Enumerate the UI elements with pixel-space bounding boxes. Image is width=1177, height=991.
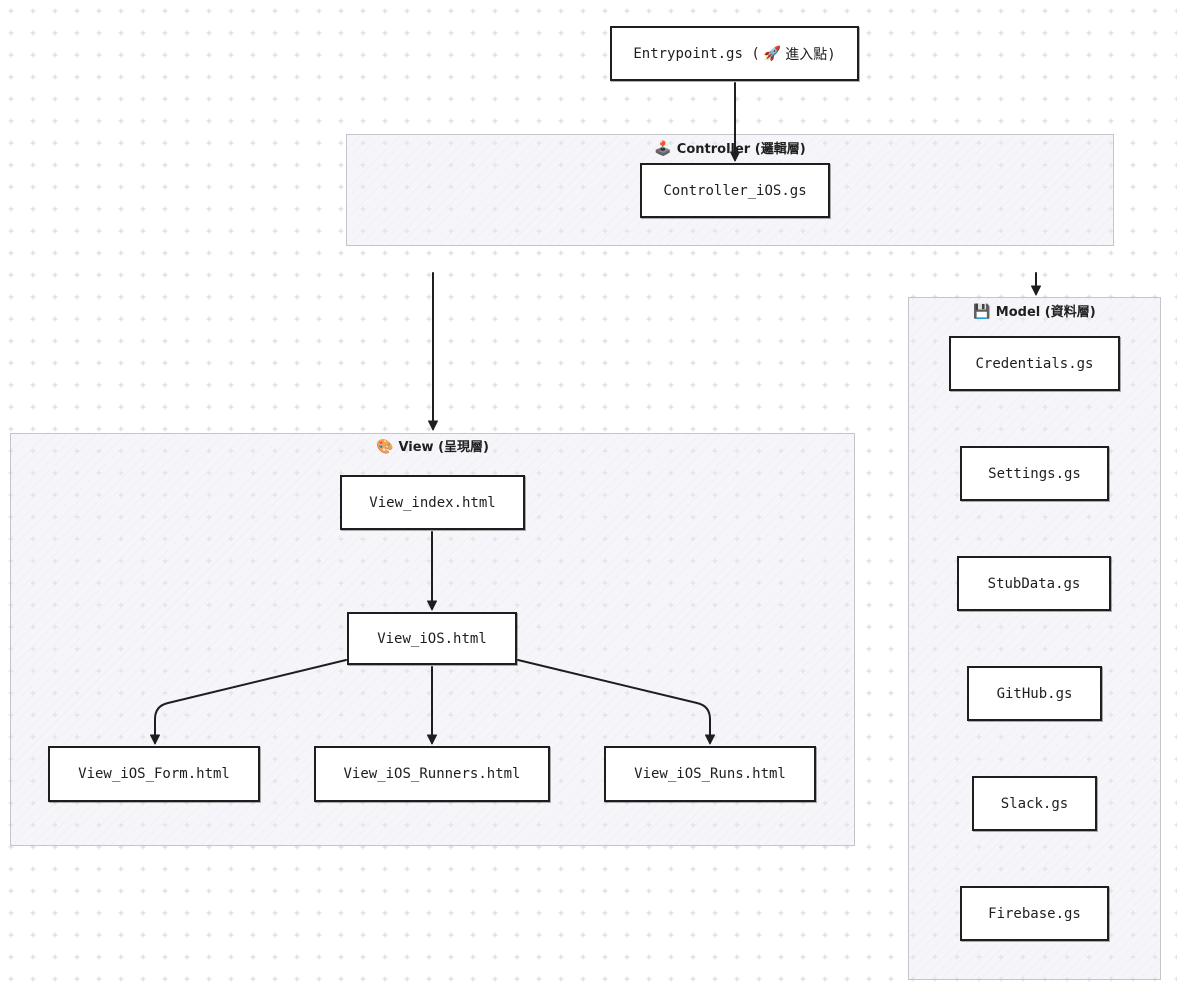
model-group: 💾Model (資料層) (908, 297, 1161, 980)
entrypoint-node[interactable]: Entrypoint.gs (🚀進入點) (610, 26, 859, 81)
joystick-icon: 🕹️ (654, 141, 672, 157)
github-label: GitHub.gs (996, 685, 1073, 702)
credentials-node[interactable]: Credentials.gs (949, 336, 1120, 391)
settings-node[interactable]: Settings.gs (960, 446, 1109, 501)
entrypoint-label: Entrypoint.gs ( (633, 45, 760, 62)
firebase-node[interactable]: Firebase.gs (960, 886, 1109, 941)
firebase-label: Firebase.gs (988, 905, 1081, 922)
view-ios-label: View_iOS.html (377, 630, 487, 647)
settings-label: Settings.gs (988, 465, 1081, 482)
view-ios-runners-label: View_iOS_Runners.html (343, 766, 521, 782)
view-ios-form-label: View_iOS_Form.html (78, 766, 230, 782)
view-index-label: View_index.html (369, 494, 496, 511)
edge-viewios-runs (517, 659, 715, 745)
view-ios-runs-node[interactable]: View_iOS_Runs.html (604, 746, 816, 802)
github-node[interactable]: GitHub.gs (967, 666, 1102, 721)
controller-ios-node[interactable]: Controller_iOS.gs (640, 163, 830, 218)
view-ios-form-node[interactable]: View_iOS_Form.html (48, 746, 260, 802)
slack-node[interactable]: Slack.gs (972, 776, 1097, 831)
credentials-label: Credentials.gs (975, 355, 1094, 372)
view-ios-runners-node[interactable]: View_iOS_Runners.html (314, 746, 550, 802)
stubdata-node[interactable]: StubData.gs (957, 556, 1111, 611)
view-ios-runs-label: View_iOS_Runs.html (634, 766, 786, 782)
view-ios-node[interactable]: View_iOS.html (347, 612, 517, 665)
stubdata-label: StubData.gs (987, 575, 1081, 592)
view-index-node[interactable]: View_index.html (340, 475, 525, 530)
palette-icon: 🎨 (376, 439, 394, 455)
view-group-title: 🎨View (呈現層) (376, 439, 489, 455)
controller-group-title: 🕹️Controller (邏輯層) (654, 141, 806, 157)
entrypoint-suffix: 進入點) (785, 46, 836, 63)
rocket-icon: 🚀 (763, 45, 782, 62)
edge-viewios-form (150, 659, 347, 745)
floppy-disk-icon: 💾 (973, 304, 991, 320)
model-group-title: 💾Model (資料層) (973, 304, 1096, 320)
controller-ios-label: Controller_iOS.gs (663, 182, 807, 199)
slack-label: Slack.gs (1000, 795, 1069, 812)
